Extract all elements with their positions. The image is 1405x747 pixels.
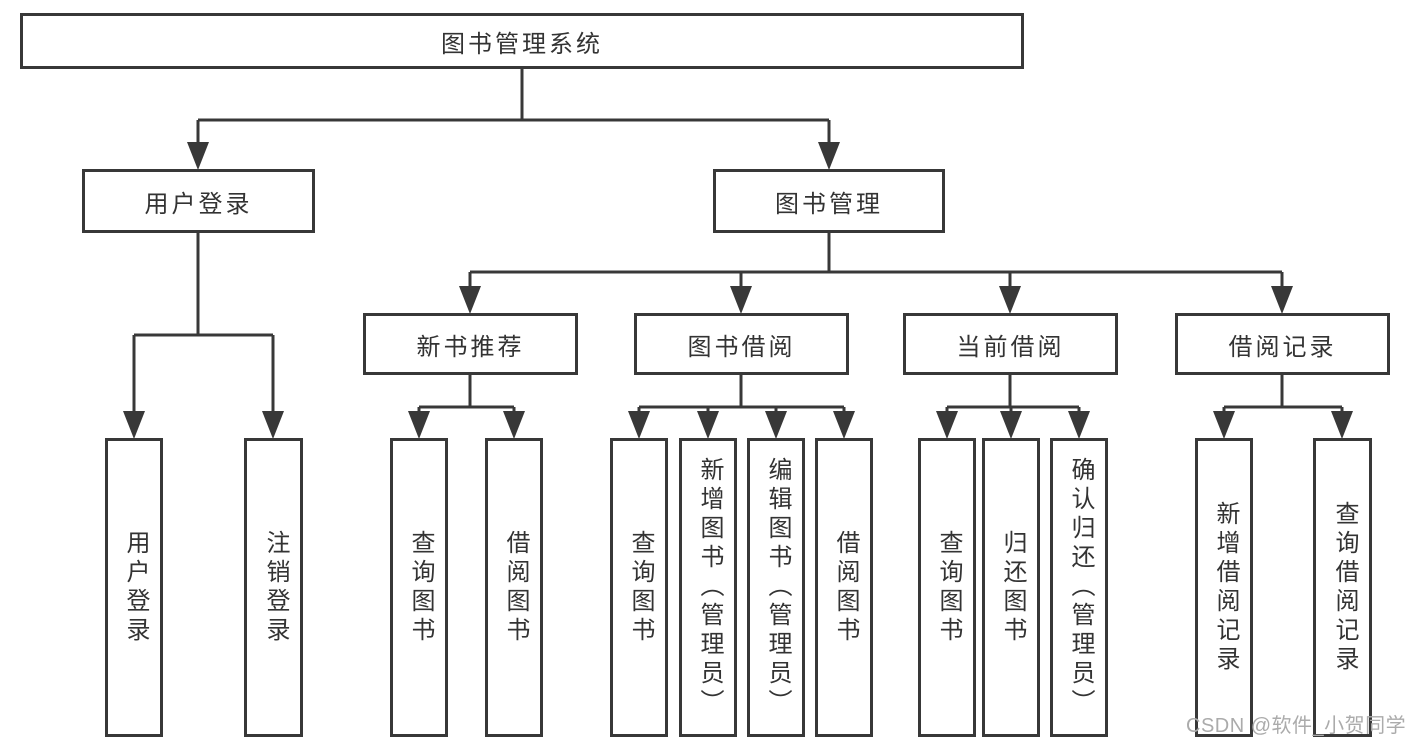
leaf-recommend-query-books: 查询图书 bbox=[390, 438, 448, 737]
node-book-borrow-label: 图书借阅 bbox=[687, 333, 796, 361]
node-book-management-label: 图书管理 bbox=[775, 190, 883, 218]
arrowheads bbox=[123, 142, 1353, 439]
leaf-current-query-books: 查询图书 bbox=[918, 438, 976, 737]
leaf-borrow-borrow-books: 借阅图书 bbox=[815, 438, 873, 737]
leaf-current-return-books: 归还图书 bbox=[982, 438, 1040, 737]
leaf-records-add-record: 新增借阅记录 bbox=[1195, 438, 1253, 737]
leaf-logout: 注销登录 bbox=[244, 438, 303, 737]
node-book-borrow: 图书借阅 bbox=[634, 313, 849, 375]
leaf-borrow-query-books: 查询图书 bbox=[610, 438, 668, 737]
leaf-current-confirm-return-admin: 确认归还（管理员） bbox=[1050, 438, 1108, 737]
node-borrow-records: 借阅记录 bbox=[1175, 313, 1390, 375]
connector-segments bbox=[132, 68, 1344, 416]
node-user-login-label: 用户登录 bbox=[144, 190, 253, 218]
node-new-book-recommend-label: 新书推荐 bbox=[416, 333, 525, 361]
node-borrow-records-label: 借阅记录 bbox=[1228, 333, 1337, 361]
node-current-borrow: 当前借阅 bbox=[903, 313, 1118, 375]
node-new-book-recommend: 新书推荐 bbox=[363, 313, 578, 375]
leaf-recommend-borrow-books: 借阅图书 bbox=[485, 438, 543, 737]
leaf-user-login: 用户登录 bbox=[105, 438, 163, 737]
node-book-management: 图书管理 bbox=[713, 169, 945, 233]
node-root-system-label: 图书管理系统 bbox=[441, 30, 603, 58]
leaf-borrow-edit-books-admin: 编辑图书（管理员） bbox=[747, 438, 805, 737]
node-root-system: 图书管理系统 bbox=[20, 13, 1024, 69]
csdn-watermark: CSDN @软件_小贺同学 bbox=[1186, 715, 1405, 737]
leaf-records-query-record: 查询借阅记录 bbox=[1313, 438, 1372, 737]
node-user-login: 用户登录 bbox=[82, 169, 315, 233]
node-current-borrow-label: 当前借阅 bbox=[956, 333, 1065, 361]
leaf-borrow-add-books-admin: 新增图书（管理员） bbox=[679, 438, 737, 737]
